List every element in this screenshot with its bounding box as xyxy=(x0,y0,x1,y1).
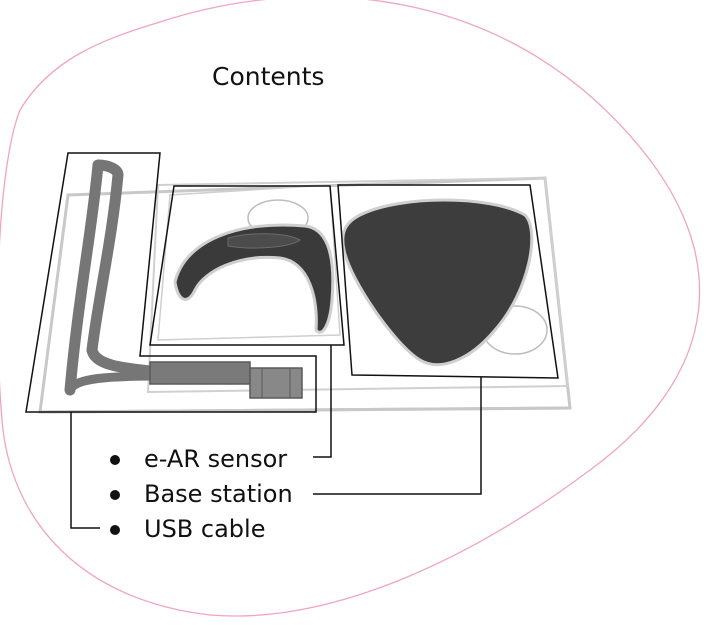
list-item-label: Base station xyxy=(144,480,293,508)
diagram-title: Contents xyxy=(212,62,324,91)
list-item-base-station: Base station xyxy=(108,478,293,513)
usb-cable-leader-line xyxy=(71,412,100,528)
bullet-icon xyxy=(110,490,120,500)
bullet-icon xyxy=(110,525,120,535)
sensor-icon xyxy=(158,185,340,340)
list-item-label: USB cable xyxy=(144,515,265,543)
list-item-label: e-AR sensor xyxy=(144,445,287,473)
contents-list: e-AR sensor Base station USB cable xyxy=(108,443,293,548)
list-item-sensor: e-AR sensor xyxy=(108,443,293,478)
bullet-icon xyxy=(110,455,120,465)
list-item-usb-cable: USB cable xyxy=(108,513,293,548)
